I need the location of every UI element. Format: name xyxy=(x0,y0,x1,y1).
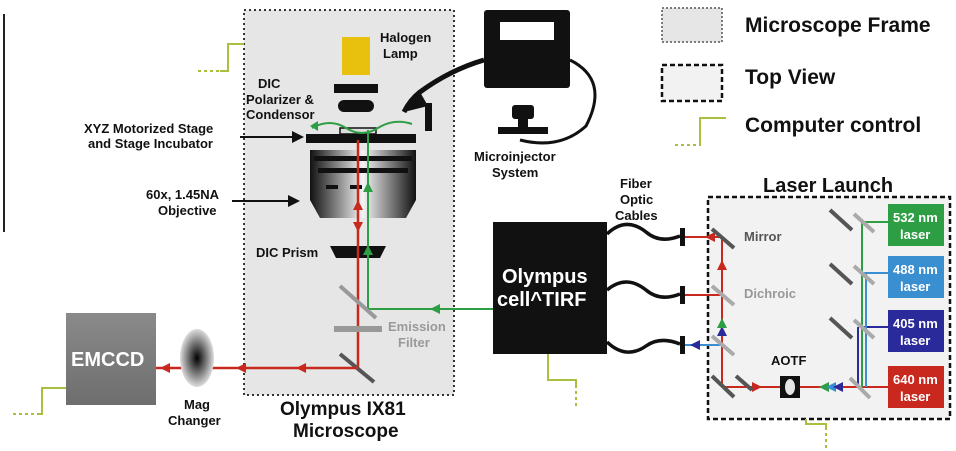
objective-label-1: 60x, 1.45NA xyxy=(146,187,220,202)
fiber-label-2: Optic xyxy=(620,192,653,207)
legend: Microscope Frame Top View Computer contr… xyxy=(660,7,931,146)
legend-frame-swatch xyxy=(661,7,723,43)
laser-box: 532 nm laser xyxy=(888,204,944,246)
microscope-computer-line xyxy=(195,43,244,72)
fiber-label-1: Fiber xyxy=(620,176,652,191)
objective-label-2: Objective xyxy=(158,203,217,218)
laser-box-fill xyxy=(888,366,944,408)
laser-box: 640 nm laser xyxy=(888,366,944,408)
mag-changer-label-2: Changer xyxy=(168,413,221,428)
laser-box-fill xyxy=(888,204,944,246)
launch-optics xyxy=(710,208,876,400)
laser-word: laser xyxy=(900,333,930,348)
mag-changer-label-1: Mag xyxy=(184,397,210,412)
tirf-box xyxy=(493,222,607,354)
dic-polarizer-label-3: Condensor xyxy=(246,107,315,122)
laser-box: 405 nm laser xyxy=(888,310,944,352)
laser-list: 532 nm laser 488 nm laser 405 nm laser 640 nm l… xyxy=(888,204,944,408)
laser-box: 488 nm laser xyxy=(888,256,944,298)
emission-label-2: Filter xyxy=(398,335,430,350)
dic-polarizer-label-2: Polarizer & xyxy=(246,92,314,107)
laser-wavelength: 640 nm xyxy=(893,372,938,387)
laser-launch-title: Laser Launch xyxy=(763,175,893,197)
dic-polarizer-condenser xyxy=(334,84,378,112)
laser-word: laser xyxy=(900,389,930,404)
halogen-lamp xyxy=(342,37,370,75)
laser-wavelength: 488 nm xyxy=(893,262,938,277)
tirf-label-2: cell^TIRF xyxy=(497,289,586,311)
stage-label-2: and Stage Incubator xyxy=(88,136,213,151)
launch-mirror-label: Mirror xyxy=(744,229,782,244)
aotf xyxy=(780,376,800,398)
halogen-label-2: Lamp xyxy=(383,46,418,61)
motorized-stage xyxy=(306,127,416,143)
fiber-label-3: Cables xyxy=(615,208,658,223)
tirf-label-1: Olympus xyxy=(502,266,588,288)
dic-polarizer-label-1: DIC xyxy=(258,76,281,91)
laser-box-fill xyxy=(888,310,944,352)
launch-dichroic-label: Dichroic xyxy=(744,286,796,301)
tirf-computer-line xyxy=(547,354,577,408)
laser-wavelength: 405 nm xyxy=(893,316,938,331)
launch-computer-line xyxy=(805,419,827,448)
microscope-beams xyxy=(310,120,495,370)
microscope-name-1: Olympus IX81 xyxy=(280,399,406,420)
laser-box-fill xyxy=(888,256,944,298)
legend-topview-label: Top View xyxy=(745,66,836,89)
microinjector-label-2: System xyxy=(492,165,538,180)
stage-label-1: XYZ Motorized Stage xyxy=(84,121,213,136)
halogen-label-1: Halogen xyxy=(380,30,431,45)
legend-computer-label: Computer control xyxy=(745,114,921,137)
emccd-camera xyxy=(66,313,156,405)
dic-prism-label: DIC Prism xyxy=(256,245,318,260)
mag-changer xyxy=(180,329,214,387)
objective-lens xyxy=(310,150,416,218)
emccd-computer-line xyxy=(10,387,66,415)
legend-frame-label: Microscope Frame xyxy=(745,14,931,37)
laser-wavelength: 532 nm xyxy=(893,210,938,225)
microinjector-label-1: Microinjector xyxy=(474,149,556,164)
emission-filter xyxy=(334,326,382,332)
emission-label-1: Emission xyxy=(388,319,446,334)
launch-mirror xyxy=(710,227,736,250)
launch-dichroic xyxy=(710,284,736,307)
aotf-label: AOTF xyxy=(771,353,806,368)
microinjector-system xyxy=(401,10,597,145)
microscope-dichroic xyxy=(338,284,378,320)
legend-topview-swatch xyxy=(660,63,724,103)
laser-word: laser xyxy=(900,279,930,294)
emccd-label: EMCCD xyxy=(71,349,144,371)
legend-computer-line xyxy=(672,117,726,146)
microscope-name-2: Microscope xyxy=(293,421,399,442)
laser-word: laser xyxy=(900,227,930,242)
fiber-optic-cables xyxy=(605,222,685,354)
